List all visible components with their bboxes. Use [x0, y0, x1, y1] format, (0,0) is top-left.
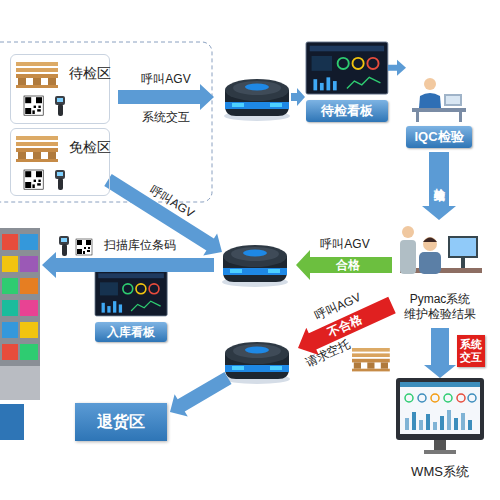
system-caption: Pymac系统 维护检验结果: [395, 292, 485, 322]
pallet-icon: [352, 348, 390, 371]
flow-arrow: [424, 328, 456, 378]
shelf-goods: [20, 234, 38, 250]
shelf-goods: [20, 322, 38, 338]
arrow-note: 呼叫AGV: [320, 236, 369, 253]
edge-label: 检验结果: [432, 179, 447, 183]
shelf-goods: [2, 344, 18, 360]
person-head: [402, 226, 414, 238]
person-hair: [423, 238, 437, 243]
wms-ring: [418, 394, 426, 402]
board-node: 入库看板: [95, 270, 167, 344]
flow-arrow: [422, 152, 456, 220]
flow-arrow: [388, 60, 406, 76]
wms-bar: [454, 418, 458, 430]
edge-label: 系统交互: [457, 335, 485, 367]
zone-box: 待检区: [10, 54, 110, 124]
board-label: 入库看板: [95, 322, 167, 342]
zone-group: [0, 42, 212, 202]
zone-title: 免检区: [69, 139, 111, 157]
qr-code: [24, 96, 43, 115]
flow-arrow: [42, 252, 214, 278]
iqc-laptop-screen: [446, 96, 460, 104]
wms-header: [400, 382, 480, 387]
iqc-head: [424, 78, 436, 90]
wms-bar: [440, 416, 444, 430]
wms-bar: [426, 414, 430, 430]
flow-arrow: [291, 88, 305, 106]
area-label: 退货区: [75, 403, 167, 441]
qr-code: [24, 170, 43, 189]
person-head: [423, 237, 437, 251]
system-node: Pymac系统 维护检验结果: [395, 220, 485, 328]
system-caption: WMS系统: [394, 464, 486, 479]
wms-ring: [457, 394, 465, 402]
agv-robot: [222, 245, 288, 287]
wms-ring: [405, 394, 413, 402]
board-node: 待检看板: [306, 40, 388, 124]
warehouse-floor: [0, 366, 40, 400]
wms-bar: [461, 413, 465, 430]
iqc-desk-leg: [416, 112, 419, 122]
warehouse-tag: [0, 404, 24, 440]
arrow-note: 系统交互: [142, 109, 190, 126]
zone-title: 待检区: [69, 65, 111, 83]
agv-robot: [224, 79, 290, 121]
scanner-icon: [55, 96, 65, 116]
iqc-body: [419, 93, 441, 108]
wms-base: [424, 450, 456, 454]
wms-ring: [431, 394, 439, 402]
arrow-note: 呼叫AGV: [141, 71, 190, 88]
inspection-label: IQC检验: [406, 126, 472, 148]
iqc-desk-leg: [459, 112, 462, 122]
arrow-note: 合格: [336, 257, 360, 274]
warehouse-photo: [0, 228, 40, 400]
wms-screen: [400, 382, 480, 434]
pymac-monitor: [448, 236, 478, 258]
flow-arrow: [104, 174, 222, 255]
pallet-icon: [16, 136, 58, 162]
shelf-goods: [2, 278, 18, 294]
wms-bar: [419, 420, 423, 430]
agv-robot: [224, 342, 290, 384]
pymac-monitor-stand: [461, 258, 465, 268]
dashboard-screen: [306, 42, 388, 94]
flow-arrow: [118, 84, 214, 110]
wms-ring: [444, 394, 452, 402]
scanner-icon: [59, 236, 69, 256]
zone-box: 免检区: [10, 128, 110, 196]
board-label: 待检看板: [306, 100, 388, 122]
flow-arrow: [170, 372, 232, 417]
iqc-laptop: [444, 94, 462, 106]
inspection-node: IQC检验: [406, 70, 472, 152]
shelf-goods: [20, 256, 38, 272]
shelf-goods: [2, 234, 18, 250]
pymac-monitor-screen: [450, 238, 476, 256]
scanner-icon: [55, 170, 65, 190]
wms-monitor: [396, 378, 484, 440]
qr-code: [76, 239, 92, 255]
wms-bar: [405, 418, 409, 430]
shelf-goods: [20, 344, 38, 360]
arrow-note: 扫描库位条码: [104, 237, 176, 254]
wms-bar: [447, 410, 451, 430]
shelf-goods: [2, 256, 18, 272]
pallet-icon: [16, 62, 58, 88]
wms-ring: [468, 394, 476, 402]
wms-bar: [433, 422, 437, 430]
shelf-goods: [2, 300, 18, 316]
wms-bar: [412, 412, 416, 430]
shelf-goods: [20, 278, 38, 294]
person-body: [419, 252, 441, 274]
pass-arrow: [296, 250, 392, 280]
person-body: [400, 240, 416, 274]
area-box: 退货区: [75, 403, 167, 441]
iqc-desk: [412, 108, 466, 112]
dashboard-screen: [95, 270, 167, 316]
wms-bar: [468, 420, 472, 430]
wms-stand: [434, 440, 446, 450]
system-node: WMS系统: [394, 378, 486, 482]
shelf-goods: [2, 322, 18, 338]
shelf-goods: [20, 300, 38, 316]
